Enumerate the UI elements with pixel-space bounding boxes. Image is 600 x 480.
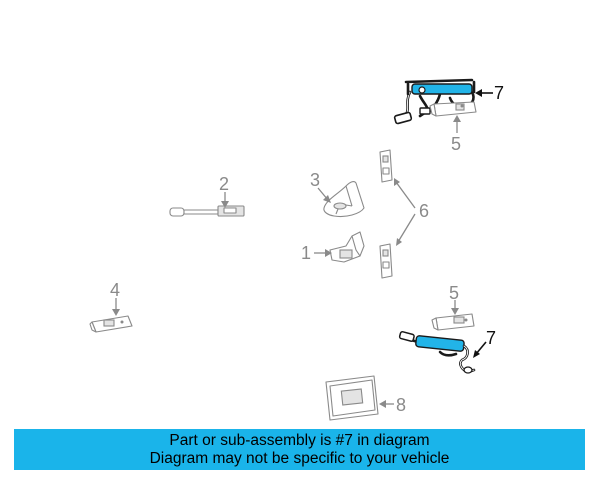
callout-3: 3	[310, 170, 320, 190]
part-5-bottom[interactable]	[431, 313, 475, 331]
leader-6-lower	[397, 213, 416, 243]
part-7-top-highlight-body	[411, 83, 473, 95]
callout-5-top: 5	[451, 134, 461, 154]
callout-5-bottom: 5	[449, 283, 459, 303]
part-8-module[interactable]	[325, 375, 379, 421]
part-1-antenna-base[interactable]	[329, 231, 365, 263]
callout-1: 1	[301, 243, 311, 263]
part-7-bottom-highlight-body	[415, 335, 465, 352]
callout-7-bottom: 7	[486, 328, 496, 348]
part-7-top-harness[interactable]	[393, 78, 476, 125]
part-4-connector[interactable]	[89, 315, 133, 333]
part-5-top[interactable]	[429, 101, 477, 117]
callout-7-top: 7	[494, 83, 504, 103]
part-3-antenna[interactable]	[323, 181, 365, 218]
part-6-lower-connector[interactable]	[379, 243, 393, 279]
callout-4: 4	[110, 280, 120, 300]
callout-6: 6	[419, 201, 429, 221]
callout-8: 8	[396, 395, 406, 415]
part-6-upper-connector[interactable]	[379, 149, 393, 183]
leader-7-bottom	[475, 341, 487, 355]
leader-6-upper	[395, 181, 416, 209]
banner-line-2: Diagram may not be specific to your vehi…	[149, 449, 450, 467]
info-banner: Part or sub-assembly is #7 in diagram Di…	[14, 429, 585, 470]
info-banner-background	[14, 429, 585, 470]
banner-line-1: Part or sub-assembly is #7 in diagram	[169, 431, 430, 449]
callout-2: 2	[219, 174, 229, 194]
part-7-bottom-harness[interactable]	[398, 330, 476, 374]
part-2-cable[interactable]	[169, 205, 245, 217]
